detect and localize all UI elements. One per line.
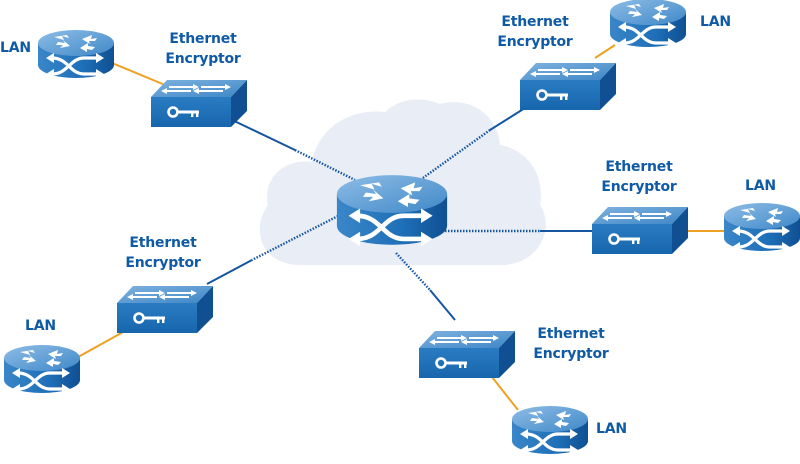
encryptor-label-e-line2: Encryptor (601, 179, 677, 195)
encryptor-s-icon (417, 329, 517, 380)
lan-link-ne (594, 44, 616, 59)
lan-router-nw-icon (36, 28, 116, 81)
lan-link-nw (111, 62, 166, 86)
core-router-icon (337, 175, 447, 246)
encryptor-label-e: Ethernet Encryptor (596, 157, 682, 197)
encryptor-label-s-line2: Encryptor (533, 346, 609, 362)
encryptor-sw-icon (115, 284, 215, 335)
wan-link-s-dotted (395, 252, 431, 291)
wan-link-sw-solid (206, 259, 253, 285)
lan-links (77, 44, 725, 411)
encryptor-ne-icon (518, 61, 618, 112)
encryptor-label-sw-line1: Ethernet (129, 235, 197, 251)
wan-link-ne-solid (489, 107, 526, 131)
encryptor-label-e-line1: Ethernet (605, 159, 673, 175)
lan-label-s: LAN (596, 421, 627, 437)
encryptor-label-nw: Ethernet Encryptor (160, 29, 246, 69)
encryptor-label-ne-line2: Encryptor (497, 34, 573, 50)
encryptor-label-nw-line2: Encryptor (165, 51, 241, 67)
lan-router-e-icon (722, 201, 800, 254)
lan-link-sw (77, 330, 126, 358)
encryptor-label-sw: Ethernet Encryptor (120, 233, 206, 273)
wan-link-nw-solid (227, 117, 296, 151)
wan-link-nw-dotted (294, 148, 356, 182)
wan-link-s-solid (429, 289, 456, 321)
encryptor-label-nw-line1: Ethernet (169, 31, 237, 47)
encryptor-label-sw-line2: Encryptor (125, 255, 201, 271)
encryptor-nw-icon (149, 78, 249, 129)
lan-label-ne: LAN (700, 14, 731, 30)
encryptor-label-s: Ethernet Encryptor (528, 324, 614, 364)
encryptor-label-ne: Ethernet Encryptor (492, 12, 578, 52)
wan-link-sw-dotted (251, 214, 339, 262)
lan-router-ne-icon (608, 0, 688, 50)
lan-label-e: LAN (745, 178, 776, 194)
encryptor-label-s-line1: Ethernet (537, 326, 605, 342)
wan-links (206, 107, 594, 321)
lan-label-sw: LAN (25, 318, 56, 334)
encryptor-label-ne-line1: Ethernet (501, 14, 569, 30)
lan-link-s (491, 376, 519, 411)
lan-router-sw-icon (2, 343, 82, 396)
lan-router-s-icon (510, 404, 590, 457)
wan-link-ne-dotted (419, 129, 491, 181)
encryptor-e-icon (590, 205, 690, 256)
lan-label-nw: LAN (0, 40, 31, 56)
